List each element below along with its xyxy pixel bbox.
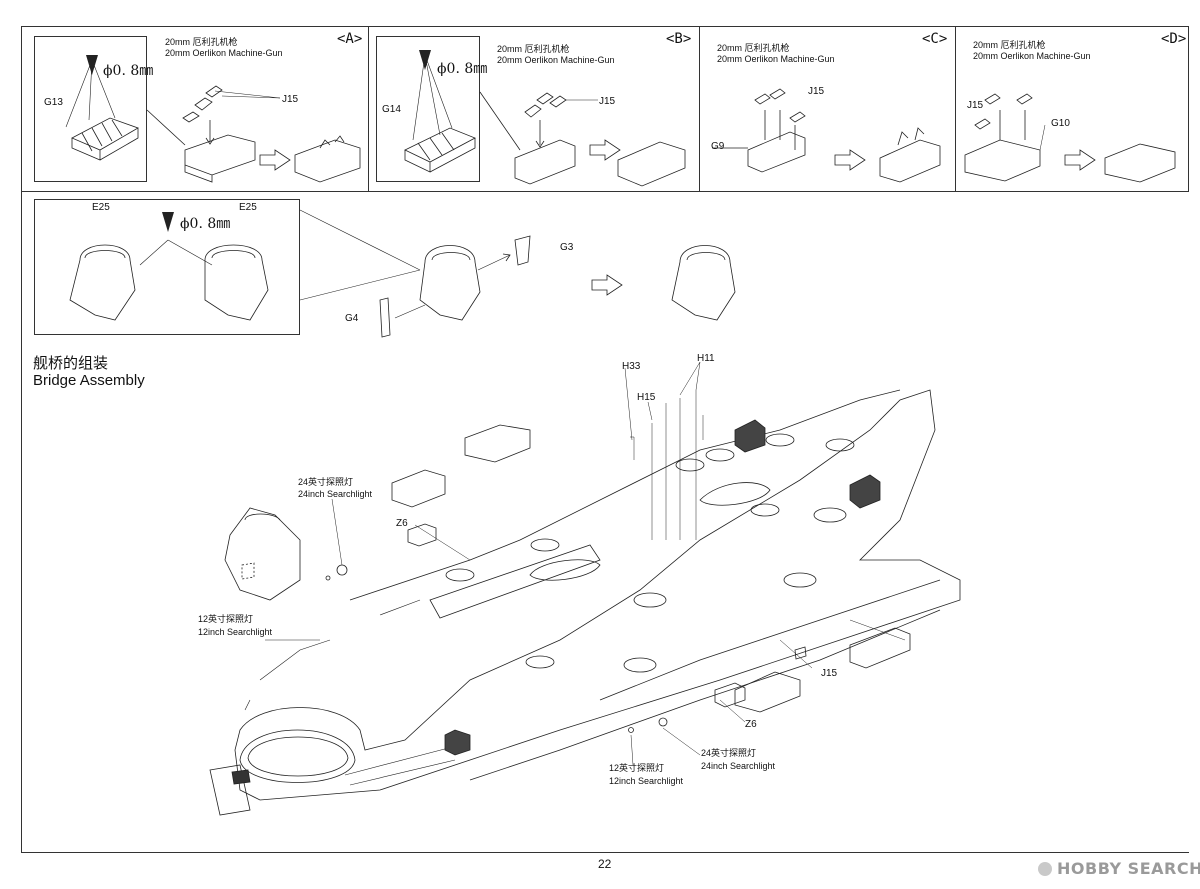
step-c-gun-en: 20mm Oerlikon Machine-Gun [717, 54, 835, 64]
watermark-logo-icon [1038, 862, 1052, 876]
watermark: HOBBY SEARCH [1057, 859, 1200, 878]
step-divider-c [699, 26, 700, 192]
step-e-diameter: ϕ0. 8㎜ [180, 216, 231, 232]
step-d-part-g10: G10 [1051, 118, 1070, 129]
callout-z6-upper: Z6 [396, 518, 408, 529]
substeps-strip [21, 26, 1189, 192]
step-d-gun-en: 20mm Oerlikon Machine-Gun [973, 51, 1091, 61]
step-a-drawing [65, 55, 361, 183]
step-c-gun-cn: 20mm 厄利孔机枪 [717, 43, 790, 53]
step-c-tag: <C> [922, 31, 948, 47]
step-a-part-g13: G13 [44, 97, 63, 108]
step-a-gun-cn: 20mm 厄利孔机枪 [165, 37, 238, 47]
step-d-gun-cn: 20mm 厄利孔机枪 [973, 40, 1046, 50]
step-b-tag: <B> [666, 31, 692, 47]
step-c-part-g9: G9 [711, 141, 725, 152]
callout-searchlight12-lower-cn: 12英寸探照灯 [609, 763, 665, 773]
callout-j15-main: J15 [821, 668, 838, 679]
step-divider-b [368, 26, 369, 192]
callout-h11: H11 [697, 353, 715, 364]
page-frame-left [21, 192, 22, 852]
step-b-part-j15: J15 [599, 96, 616, 107]
step-e-drawing [69, 209, 736, 338]
step-b-gun-en: 20mm Oerlikon Machine-Gun [497, 55, 615, 65]
callout-searchlight24-lower-cn: 24英寸探照灯 [701, 748, 757, 758]
callout-searchlight24-lower-en: 24inch Searchlight [701, 761, 776, 771]
step-e-part-e25-left: E25 [92, 202, 110, 213]
page-number: 22 [598, 857, 612, 871]
step-d-drawing [964, 93, 1176, 183]
callout-h33: H33 [622, 361, 641, 372]
step-a-diameter: ϕ0. 8㎜ [103, 63, 154, 79]
step-a-gun-en: 20mm Oerlikon Machine-Gun [165, 48, 283, 58]
step-divider-d [955, 26, 956, 192]
step-a-tag: <A> [337, 31, 363, 47]
step-b-gun-cn: 20mm 厄利孔机枪 [497, 44, 570, 54]
callout-searchlight24-cn: 24英寸探照灯 [298, 477, 354, 487]
step-e-part-g4: G4 [345, 313, 359, 324]
callout-searchlight24-en: 24inch Searchlight [298, 489, 373, 499]
callout-searchlight12-en: 12inch Searchlight [198, 627, 273, 637]
step-e-part-e25-right: E25 [239, 202, 257, 213]
callout-z6-lower: Z6 [745, 719, 757, 730]
callout-searchlight12-cn: 12英寸探照灯 [198, 614, 254, 624]
step-a-part-j15: J15 [282, 94, 299, 105]
step-b-part-g14: G14 [382, 104, 401, 115]
step-d-part-j15: J15 [967, 100, 984, 111]
callout-searchlight12-lower-en: 12inch Searchlight [609, 776, 684, 786]
bridge-title-en: Bridge Assembly [33, 372, 145, 389]
step-d-tag: <D> [1161, 31, 1187, 47]
page-frame-bottom [21, 852, 1189, 853]
main-assembly-drawing [209, 361, 961, 816]
step-b-diameter: ϕ0. 8㎜ [437, 61, 488, 77]
step-c-drawing [712, 88, 941, 183]
callout-h15: H15 [637, 392, 656, 403]
step-c-part-j15: J15 [808, 86, 825, 97]
step-b-drawing [404, 50, 686, 187]
bridge-title-cn: 舰桥的组装 [33, 354, 109, 372]
step-e-part-g3: G3 [560, 242, 574, 253]
